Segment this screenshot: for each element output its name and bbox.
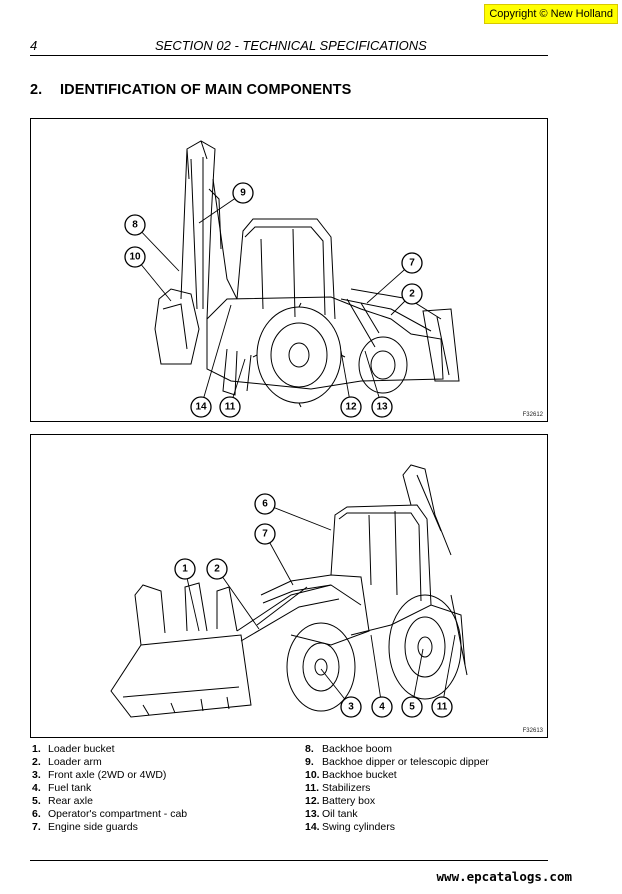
figure-code: F32613 <box>522 728 543 734</box>
svg-text:14: 14 <box>195 402 207 413</box>
section-title: SECTION 02 - TECHNICAL SPECIFICATIONS <box>155 38 427 53</box>
rear-view-illustration: 9 8 10 7 2 14 11 12 13 <box>124 140 460 418</box>
callout-2: 2 <box>206 558 228 580</box>
callout-5: 5 <box>401 696 423 718</box>
callout-7: 7 <box>254 523 276 545</box>
header-rule <box>30 55 548 56</box>
callout-10: 10 <box>124 246 146 268</box>
callout-1: 1 <box>174 558 196 580</box>
svg-text:3: 3 <box>348 702 354 713</box>
legend-right-column: 8.Backhoe boom 9.Backhoe dipper or teles… <box>305 743 489 834</box>
svg-text:11: 11 <box>225 402 236 413</box>
heading-title: IDENTIFICATION OF MAIN COMPONENTS <box>60 82 352 98</box>
legend-item: 5.Rear axle <box>32 795 93 807</box>
svg-text:7: 7 <box>262 529 268 540</box>
svg-text:2: 2 <box>214 564 220 575</box>
legend-item: 1.Loader bucket <box>32 743 115 755</box>
legend-item: 10.Backhoe bucket <box>305 769 397 781</box>
figure-rear-view: 9 8 10 7 2 14 11 12 13 F32612 <box>30 118 548 422</box>
svg-text:12: 12 <box>345 402 357 413</box>
legend-left-column: 1.Loader bucket 2.Loader arm 3.Front axl… <box>32 743 187 834</box>
svg-text:13: 13 <box>376 402 388 413</box>
heading-number: 2. <box>30 82 43 98</box>
callout-7: 7 <box>401 252 423 274</box>
callout-9: 9 <box>232 182 254 204</box>
legend-item: 7.Engine side guards <box>32 821 138 833</box>
callout-group-fig1 <box>134 192 413 408</box>
epcatalogs-link[interactable]: www.epcatalogs.com <box>436 869 572 884</box>
footer-rule <box>30 860 548 861</box>
page-heading: 2. IDENTIFICATION OF MAIN COMPONENTS <box>30 82 351 98</box>
legend-item: 13.Oil tank <box>305 808 358 820</box>
svg-text:5: 5 <box>409 702 415 713</box>
figure-front-view: 6 7 1 2 3 4 5 11 F32613 <box>30 434 548 738</box>
svg-text:1: 1 <box>182 564 188 575</box>
legend-item: 12.Battery box <box>305 795 376 807</box>
callout-6: 6 <box>254 493 276 515</box>
svg-text:10: 10 <box>129 252 141 263</box>
callout-13: 13 <box>371 396 393 418</box>
callout-group-fig2 <box>184 503 456 708</box>
page-number: 4 <box>30 38 38 53</box>
copyright-badge: Copyright © New Holland <box>484 4 618 24</box>
legend-item: 9.Backhoe dipper or telescopic dipper <box>305 756 489 768</box>
callout-11: 11 <box>431 696 453 718</box>
legend-item: 2.Loader arm <box>32 756 102 768</box>
callout-11: 11 <box>219 396 241 418</box>
svg-text:9: 9 <box>240 188 246 199</box>
legend-item: 4.Fuel tank <box>32 782 92 794</box>
svg-text:11: 11 <box>437 702 448 713</box>
svg-text:8: 8 <box>132 220 138 231</box>
callout-4: 4 <box>371 696 393 718</box>
legend-item: 14.Swing cylinders <box>305 821 395 833</box>
svg-text:6: 6 <box>262 499 268 510</box>
front-view-illustration: 6 7 1 2 3 4 5 11 <box>110 464 468 718</box>
legend-item: 11.Stabilizers <box>305 782 371 794</box>
svg-text:4: 4 <box>379 702 385 713</box>
callout-14: 14 <box>190 396 212 418</box>
legend-item: 3.Front axle (2WD or 4WD) <box>32 769 167 781</box>
callout-8: 8 <box>124 214 146 236</box>
callout-3: 3 <box>340 696 362 718</box>
legend-item: 6.Operator's compartment - cab <box>32 808 188 820</box>
callout-2: 2 <box>401 283 423 305</box>
figure-code: F32612 <box>522 412 543 418</box>
svg-text:2: 2 <box>409 289 415 300</box>
callout-12: 12 <box>340 396 362 418</box>
legend-item: 8.Backhoe boom <box>305 743 393 755</box>
svg-text:7: 7 <box>409 258 415 269</box>
